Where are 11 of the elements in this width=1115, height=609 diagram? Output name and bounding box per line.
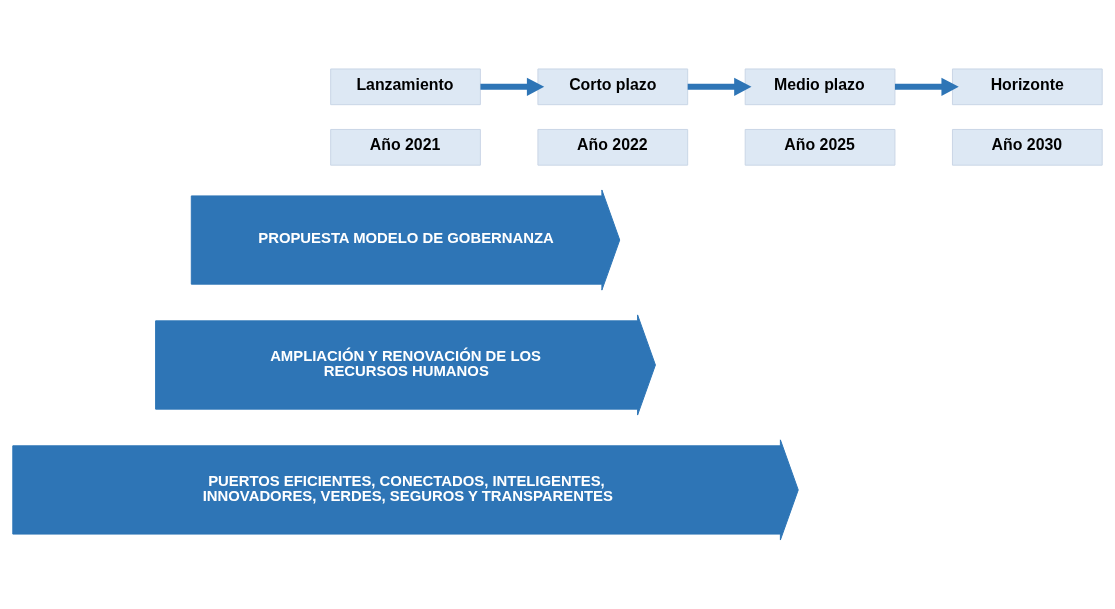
node-box: Año 2030 <box>951 128 1103 166</box>
node-box: Medio plazo <box>744 68 896 106</box>
node-box: Horizonte <box>951 68 1103 106</box>
node-box: Año 2021 <box>330 128 481 166</box>
arrow <box>687 77 752 96</box>
arrow <box>480 77 545 96</box>
node-box: Corto plazo <box>537 68 689 106</box>
node-box: Lanzamiento <box>330 68 481 106</box>
arrow <box>894 77 959 96</box>
node-box: Año 2025 <box>744 128 896 166</box>
node-box: Año 2022 <box>537 128 689 166</box>
